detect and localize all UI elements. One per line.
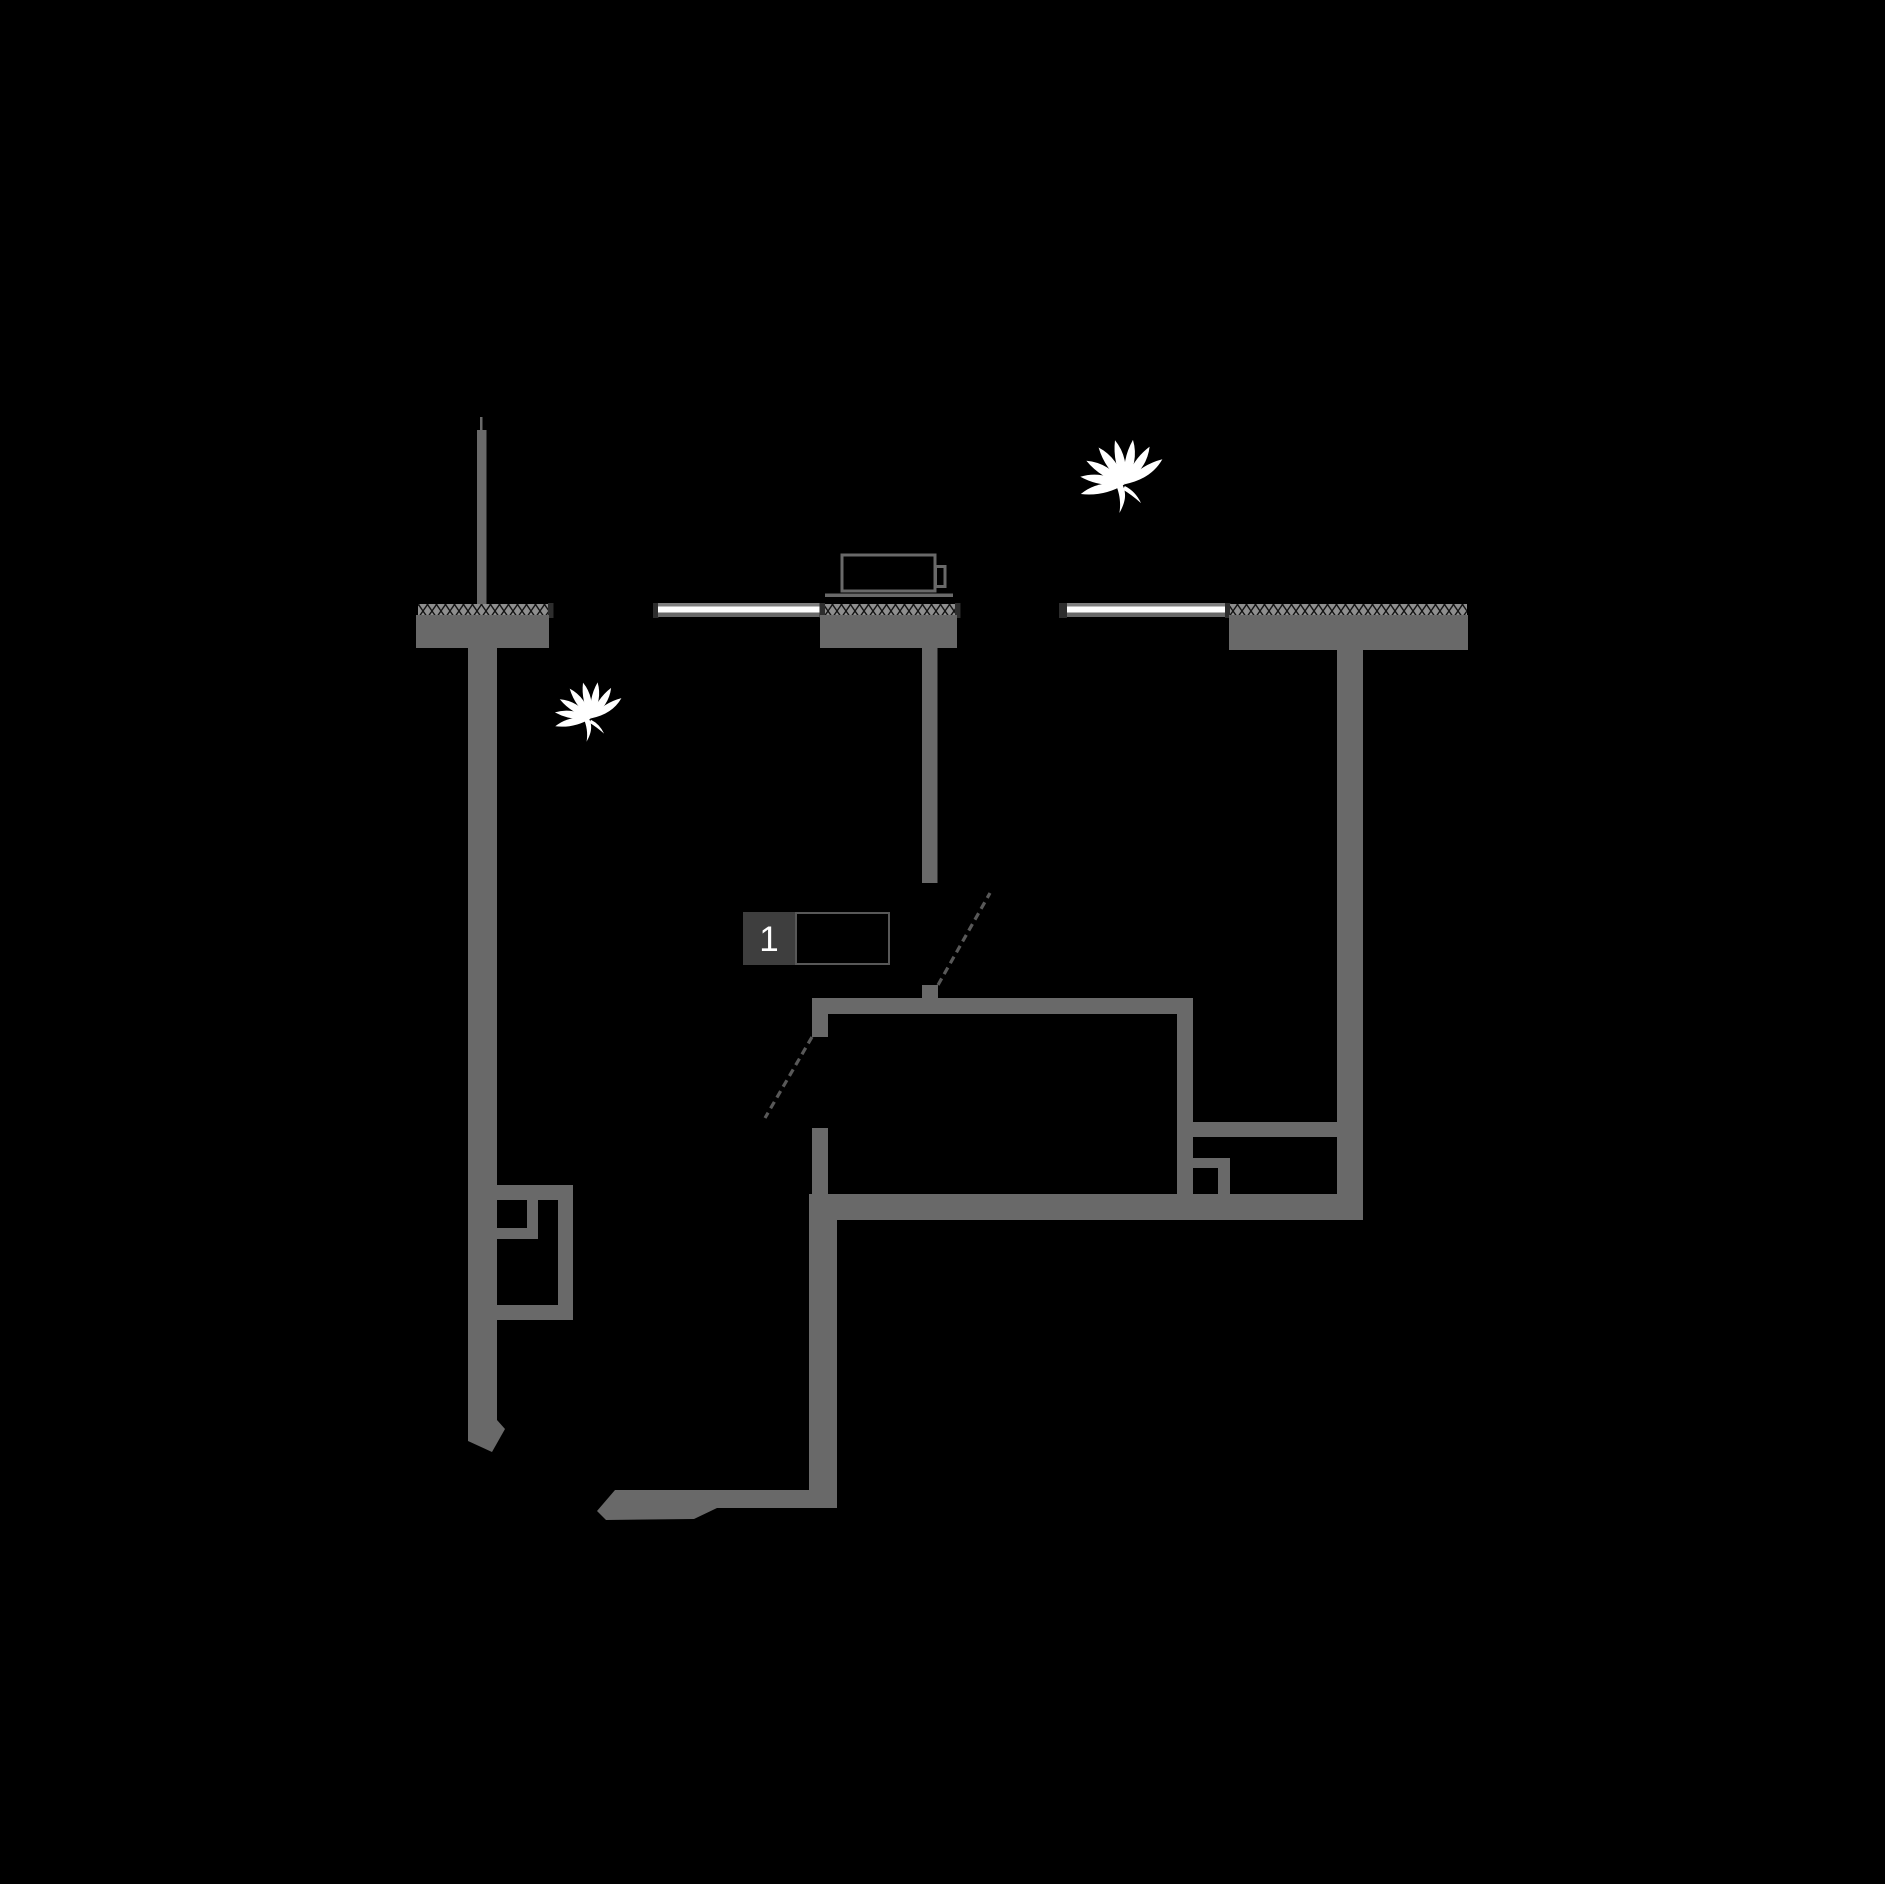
ac-bracket <box>934 565 947 588</box>
hatch-band <box>1230 604 1467 617</box>
hatch-band <box>825 604 955 617</box>
unit-label[interactable]: 1 <box>743 912 890 965</box>
door-opening-dashes <box>763 892 992 1119</box>
left-window-sill <box>416 603 554 648</box>
window-glass <box>658 606 820 613</box>
window-cap-right <box>1225 603 1231 618</box>
window-cap-right <box>819 603 825 618</box>
closet-inner-vertical <box>527 1200 538 1238</box>
right-outer-wall <box>1337 650 1363 1220</box>
sill-cap <box>548 603 554 618</box>
unit-number: 1 <box>759 920 778 959</box>
shaft-box-right <box>1218 1168 1230 1195</box>
balcony-ledge-line <box>825 593 953 597</box>
wall-run <box>468 648 497 1420</box>
divider-tip <box>480 417 483 431</box>
entry-threshold-wall <box>597 1490 809 1520</box>
middle-partition-wall <box>922 648 938 883</box>
middle-window <box>653 603 825 618</box>
room-left-wall-upper <box>812 1014 828 1037</box>
door-dash-upper <box>936 892 992 986</box>
divider-body <box>477 430 487 604</box>
middle-window-sill <box>820 603 961 648</box>
right-window <box>1059 603 1231 618</box>
left-outer-wall <box>468 648 505 1452</box>
room-left-wall-lower <box>812 1128 828 1195</box>
entry-walls <box>597 1220 837 1520</box>
window-inner-line <box>658 612 820 617</box>
right-window-sill <box>1229 604 1468 650</box>
hatch-band <box>418 604 548 617</box>
shaft-box-top <box>1193 1158 1230 1168</box>
door-dash-lower <box>763 1036 814 1119</box>
closet-right <box>558 1200 573 1320</box>
window-outer-line <box>658 603 820 607</box>
ac-unit-icon <box>825 553 953 597</box>
unit-label-outline <box>795 912 890 965</box>
balcony-divider-wall <box>477 417 487 604</box>
room-bottom-wall <box>809 1194 1363 1220</box>
sill-cap <box>955 603 961 618</box>
window-outer-line <box>1067 603 1225 607</box>
window-cap-left <box>1059 603 1067 618</box>
wall-bevel-tip <box>468 1420 505 1452</box>
door-jamb-stub <box>922 985 938 998</box>
room-walls <box>809 985 1363 1220</box>
sill-block <box>820 615 957 648</box>
room-connect-wall <box>1193 1122 1337 1137</box>
sill-block <box>1229 615 1468 650</box>
window-inner-line <box>1067 612 1225 617</box>
window-cap-left <box>653 603 659 618</box>
closet-top <box>497 1185 573 1200</box>
room-top-wall <box>812 998 1193 1014</box>
unit-label-square <box>743 912 795 965</box>
closet-walls <box>497 1185 573 1320</box>
closet-bottom <box>497 1305 573 1320</box>
sill-block <box>416 615 549 648</box>
corridor-wall <box>809 1220 837 1508</box>
room-right-wall <box>1177 1014 1193 1195</box>
closet-inner-horizontal <box>497 1228 538 1239</box>
window-glass <box>1067 606 1225 613</box>
